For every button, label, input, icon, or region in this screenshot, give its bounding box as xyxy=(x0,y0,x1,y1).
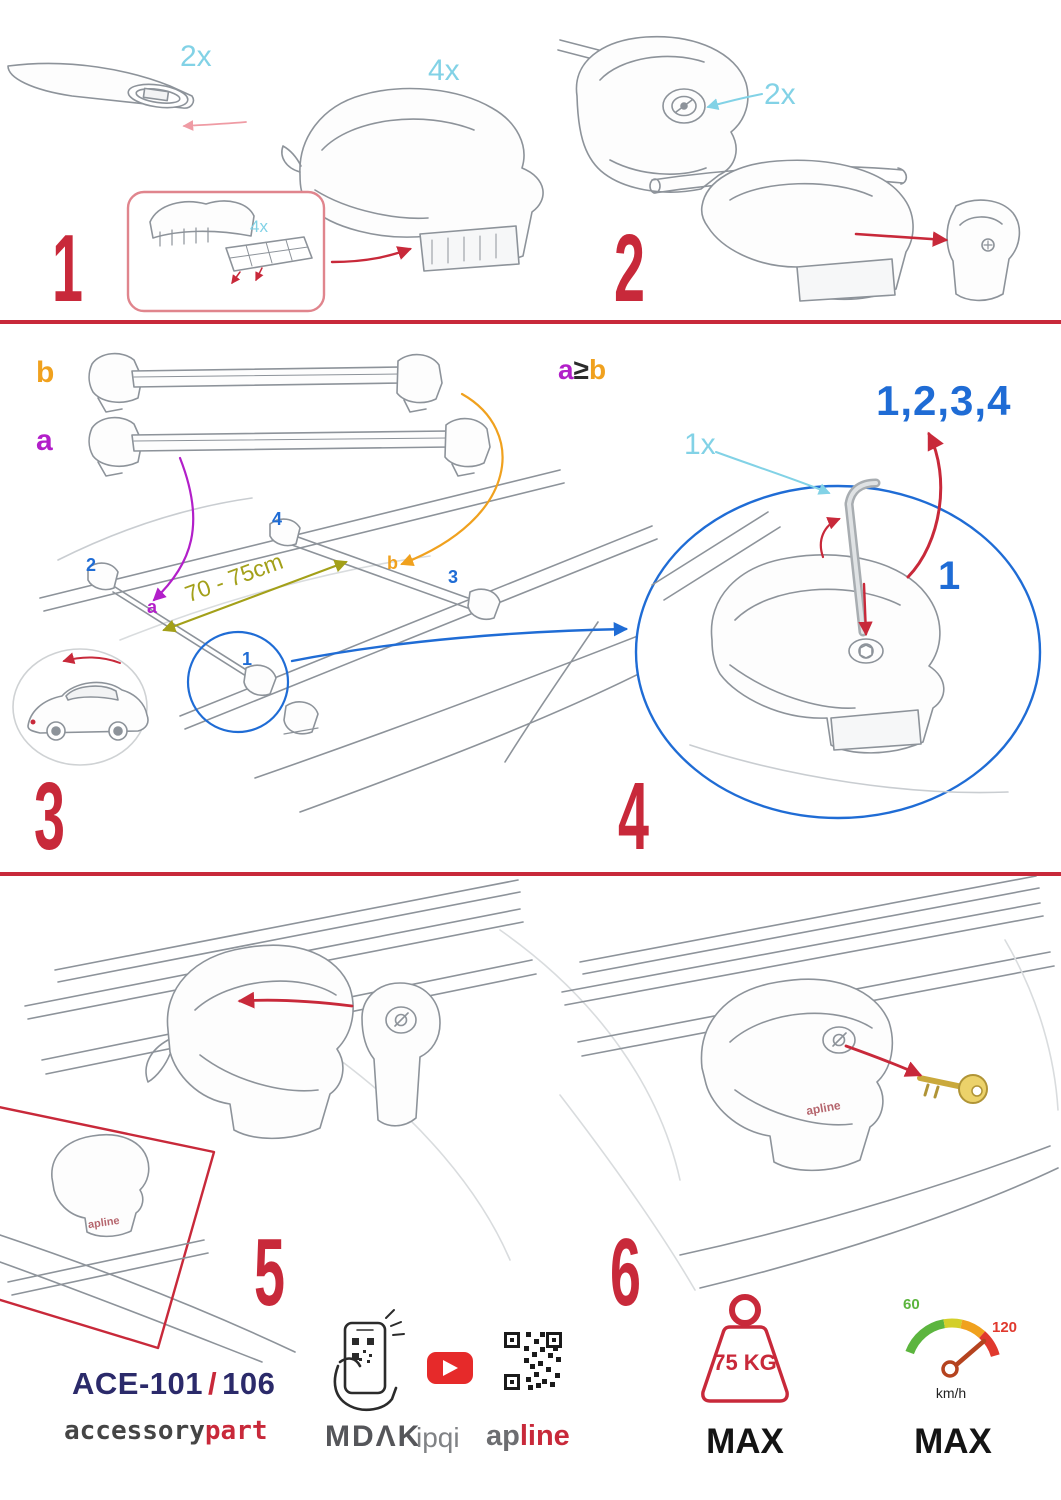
weight-icon xyxy=(701,1294,789,1403)
rule-b: b xyxy=(588,354,607,385)
lock-qty-arrow xyxy=(706,93,763,110)
max-speed-label: MAX xyxy=(914,1422,992,1461)
car-direction-inset xyxy=(12,648,149,766)
position-1-label: 1 xyxy=(242,649,253,669)
endcap-insert-arrow xyxy=(854,231,949,247)
tighten-sequence-label: 1,2,3,4 xyxy=(876,377,1012,424)
brand-part: part xyxy=(204,1416,268,1446)
bar-b-position-arrow xyxy=(400,392,504,567)
youtube-icon xyxy=(427,1352,473,1384)
apline-line: line xyxy=(519,1420,570,1452)
step6-number: 6 xyxy=(610,1219,641,1326)
key-icon xyxy=(917,1074,988,1104)
bar-pointer-arrow xyxy=(182,120,247,131)
key-insert-arrow xyxy=(844,1044,923,1077)
step1-number: 1 xyxy=(52,215,83,322)
position-b-label: b xyxy=(387,553,398,573)
crossbar-qty-label: 2x xyxy=(180,40,212,73)
qr-code-icon xyxy=(504,1332,562,1390)
apline-logo: apline xyxy=(486,1422,570,1451)
section-divider-2 xyxy=(0,872,1061,876)
hex-key-qty-label: 1x xyxy=(684,428,716,461)
model-slash: / xyxy=(208,1366,218,1401)
model-number: ACE-101/106 xyxy=(72,1368,275,1399)
rule-operator: ≥ xyxy=(573,354,589,385)
brand-accessory: accessory xyxy=(64,1416,205,1446)
model-left: ACE-101 xyxy=(72,1366,203,1401)
bar-a-position-arrow xyxy=(152,456,195,602)
position-3-label: 3 xyxy=(448,567,459,587)
speed-unit-label: km/h xyxy=(935,1385,967,1401)
bar-endcap-assembly-drawing xyxy=(649,159,1021,302)
tightening-detail-drawing xyxy=(634,478,1042,820)
position-4-label: 4 xyxy=(272,509,283,529)
lock-insertion-drawing xyxy=(0,879,681,1363)
bar-b-label: b xyxy=(36,356,55,389)
speedometer-icon xyxy=(905,1318,1000,1378)
step4-number: 4 xyxy=(618,763,649,870)
ipqi-logo: ipqi xyxy=(416,1422,460,1453)
sequence-arrow xyxy=(906,431,944,579)
foot-highlight-circle xyxy=(186,630,290,734)
position-2-label: 2 xyxy=(86,555,97,575)
max-load-label: MAX xyxy=(706,1422,784,1461)
bar-a-label: a xyxy=(36,424,53,457)
foot-qty-label: 4x xyxy=(428,54,460,87)
roof-top-view-drawing xyxy=(39,469,671,813)
spacer-bar-a-drawing xyxy=(88,416,491,477)
speed-high-label: 120 xyxy=(992,1319,1018,1336)
crossbar-profile-drawing xyxy=(7,62,195,109)
spacing-rule: a≥b xyxy=(558,356,606,384)
mdak-logo: MDΛK xyxy=(325,1420,422,1453)
max-load-value: 75 KG xyxy=(713,1350,777,1375)
speed-low-label: 60 xyxy=(903,1296,920,1313)
rubber-pad-inset xyxy=(126,190,326,313)
mount-foot-drawing xyxy=(281,87,544,272)
phone-scan-icon xyxy=(333,1309,405,1412)
spacer-bar-b-drawing xyxy=(88,352,443,413)
rule-a: a xyxy=(558,354,574,385)
apline-ap: ap xyxy=(486,1420,520,1452)
detail-zoom-arrow xyxy=(290,622,629,663)
step5-number: 5 xyxy=(254,1219,285,1326)
pad-to-foot-arrow xyxy=(330,246,413,264)
lock-cylinder-foot-drawing xyxy=(557,35,749,193)
brand-logo: accessorypart xyxy=(64,1418,268,1444)
section-divider-1 xyxy=(0,320,1061,324)
model-right: 106 xyxy=(222,1366,276,1401)
step3-number: 3 xyxy=(34,763,65,870)
sequence-first-label: 1 xyxy=(938,554,961,598)
distance-arrow xyxy=(162,559,348,633)
pad-qty-label: 4x xyxy=(250,217,268,236)
lock-qty-label: 2x xyxy=(764,78,796,111)
step2-number: 2 xyxy=(614,215,645,322)
hex-key-qty-arrow xyxy=(715,451,831,495)
position-a-label: a xyxy=(147,597,158,617)
key-insertion-drawing xyxy=(559,875,1059,1291)
